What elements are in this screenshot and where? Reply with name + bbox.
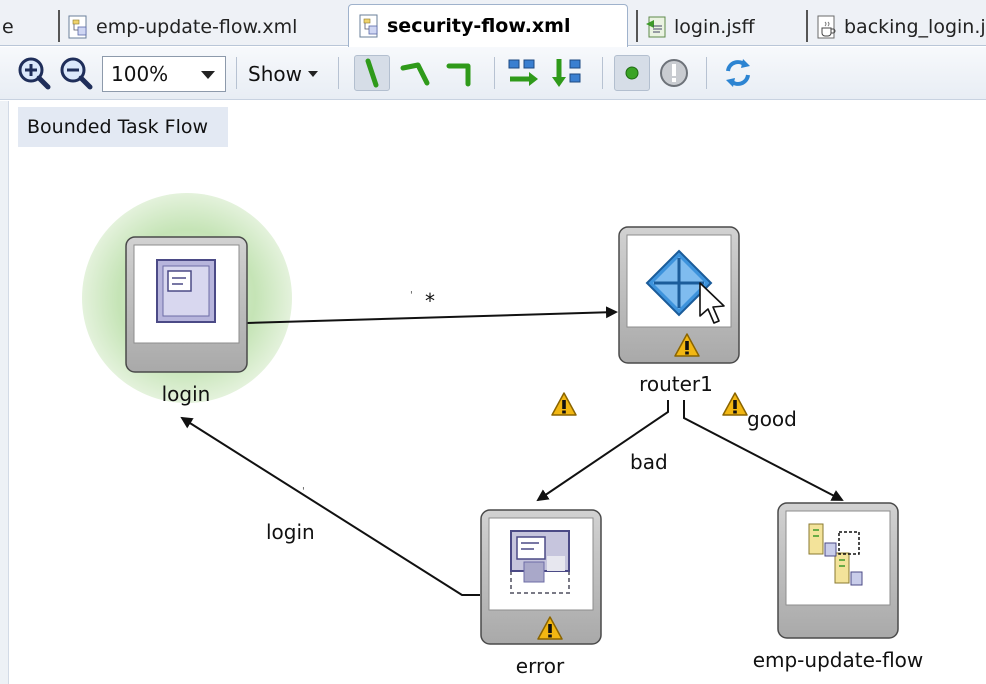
layout-vertical-button[interactable]: [550, 55, 586, 91]
tab-separator: [636, 10, 638, 42]
java-file-icon: [817, 15, 836, 39]
zoom-level-select[interactable]: 100%: [102, 56, 226, 92]
exception-icon: [660, 59, 688, 87]
zoom-out-icon: [60, 57, 93, 90]
view-activity-icon: [156, 259, 216, 323]
tab-label: e: [2, 16, 14, 38]
diagram-toolbar: 100% Show: [0, 47, 986, 100]
flow-type-text: Bounded Task Flow: [27, 116, 209, 138]
task-flow-file-icon: [68, 15, 87, 39]
activity-error[interactable]: [480, 509, 602, 645]
control-flow-bad[interactable]: [536, 400, 669, 502]
task-flow-file-icon: [359, 14, 378, 38]
task-flow-call-icon: [808, 523, 863, 586]
activity-router1[interactable]: [618, 226, 740, 364]
refresh-icon: [726, 59, 750, 87]
orthogonal-line-icon: [446, 63, 471, 87]
layout-vertical-icon: [552, 59, 581, 87]
tab-separator: [58, 10, 60, 42]
tab-label: login.jsff: [674, 16, 755, 38]
straight-line-icon: [365, 58, 379, 88]
layout-horizontal-button[interactable]: [506, 55, 542, 91]
jsff-file-icon: [646, 16, 666, 38]
editor-tab-bar: e emp-update-flow.xml security-flow.xml …: [0, 0, 986, 47]
zoom-in-button[interactable]: [16, 55, 52, 91]
zoom-level-value: 100%: [111, 62, 169, 86]
chevron-down-icon: [307, 71, 318, 77]
router-icon: [645, 249, 713, 317]
elbow-line-icon: [400, 62, 430, 86]
show-menu-button[interactable]: Show: [248, 56, 318, 92]
toolbar-separator: [236, 57, 237, 89]
activity-emp-update-flow[interactable]: [777, 502, 899, 639]
zoom-out-button[interactable]: [58, 55, 94, 91]
refresh-diagram-button[interactable]: [720, 55, 756, 91]
layout-horizontal-icon: [508, 59, 538, 86]
mark-default-activity-button[interactable]: [614, 55, 650, 91]
tab-label: backing_login.ja: [844, 16, 986, 38]
mouse-pointer-icon: [699, 282, 725, 324]
straight-line-style-button[interactable]: [354, 55, 390, 91]
tab-emp-update-flow[interactable]: emp-update-flow.xml: [58, 8, 344, 46]
tab-login-jsff[interactable]: login.jsff: [636, 8, 802, 46]
elbow-line-style-button[interactable]: [398, 55, 434, 91]
tab-security-flow[interactable]: security-flow.xml: [348, 4, 628, 47]
default-activity-icon: [625, 66, 639, 80]
control-flow-good[interactable]: [683, 400, 844, 501]
exception-handler-button[interactable]: [656, 55, 692, 91]
tab-label: emp-update-flow.xml: [96, 16, 298, 38]
toolbar-separator: [338, 57, 339, 89]
tab-separator: [806, 10, 808, 42]
flow-type-label: Bounded Task Flow: [18, 107, 228, 147]
toolbar-separator: [494, 57, 495, 89]
canvas-left-margin: [0, 101, 9, 684]
zoom-in-icon: [18, 57, 51, 90]
toolbar-separator: [706, 57, 707, 89]
show-menu-label: Show: [248, 62, 302, 86]
view-activity-icon: [510, 530, 570, 594]
tab-backing-login[interactable]: backing_login.ja: [806, 8, 986, 46]
tab-label: security-flow.xml: [387, 15, 571, 37]
orthogonal-line-style-button[interactable]: [442, 55, 478, 91]
activity-login[interactable]: [125, 236, 248, 373]
chevron-down-icon: [201, 71, 215, 79]
tab-truncated[interactable]: e: [0, 8, 56, 46]
control-flow-wildcard[interactable]: [246, 306, 618, 324]
toolbar-separator: [602, 57, 603, 89]
control-flow-login[interactable]: [180, 416, 480, 596]
